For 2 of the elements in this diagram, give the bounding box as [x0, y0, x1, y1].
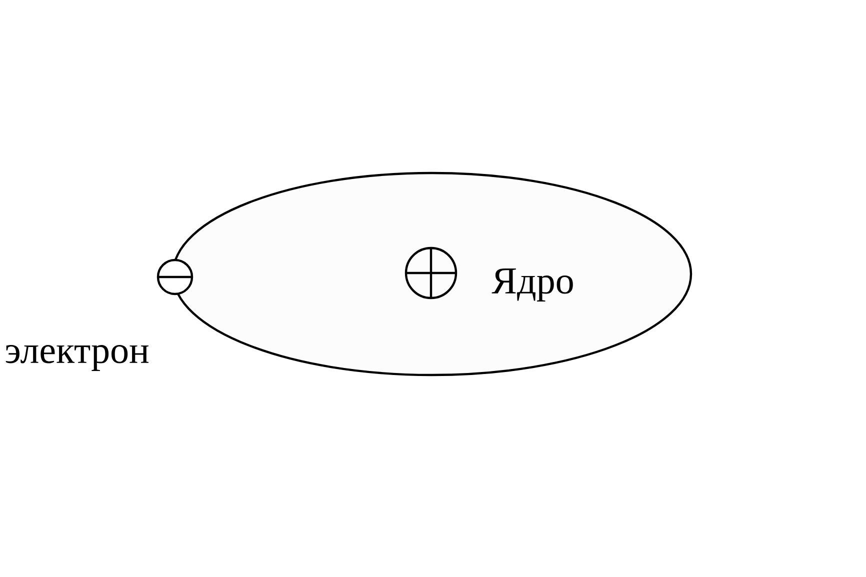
electron-label: электрон: [6, 344, 148, 371]
nucleus-label: Ядро: [492, 268, 573, 302]
